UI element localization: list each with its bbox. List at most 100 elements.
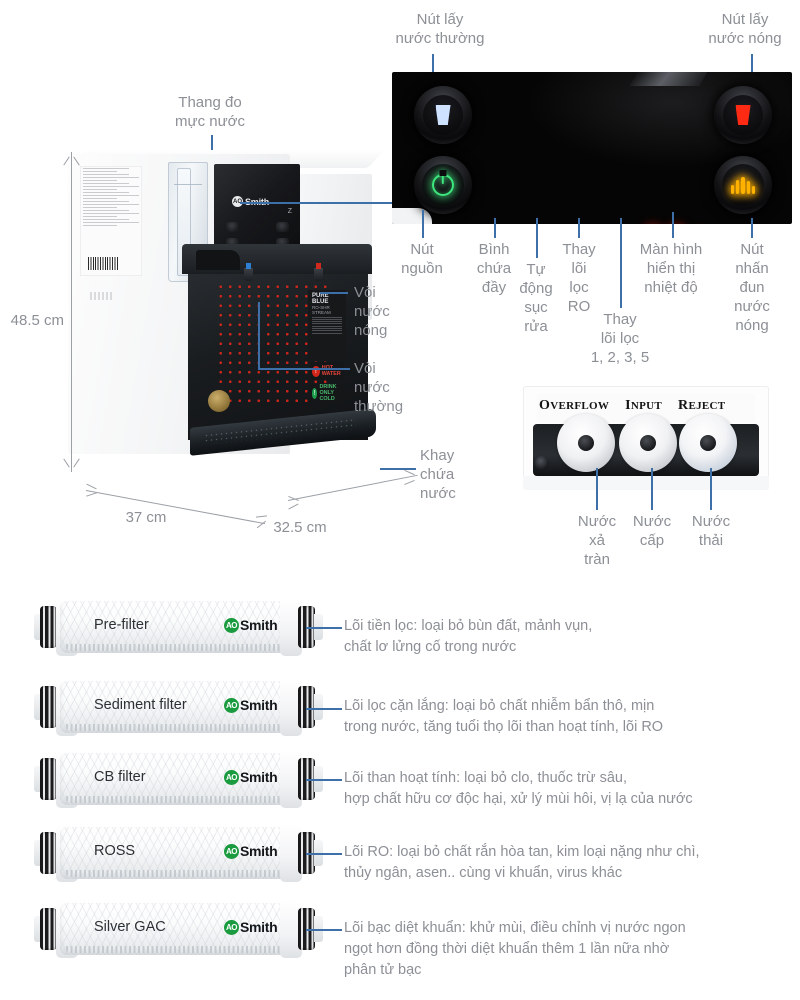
filter-name: CB filter [94,769,146,785]
callout-temp-display: Màn hình hiển thị nhiệt độ [639,241,703,296]
brand-mark: AO [224,769,239,785]
hot-water-spout [314,263,323,281]
power-button[interactable] [414,156,472,214]
sticker-subtitle: RO-SHR STREAM [312,305,331,315]
leader-filter-cb [306,779,342,781]
dimension-width: 37 cm [125,509,167,526]
filter-description-pre: Lõi tiền lọc: loại bỏ bùn đất, mảnh vụn,… [344,618,593,655]
brand-text: Smith [240,697,278,713]
water-line [174,184,202,185]
filter-cartridge-silver-gac: Silver GAC AO Smith [32,898,323,960]
filter-brand-logo: AO Smith [224,617,278,633]
cartridge-oring-left [40,686,57,728]
filter-brand-logo: AO Smith [224,843,278,859]
callout-water-gauge: Thang đo mực nước [175,94,245,130]
dim-depth-arrow-r2 [404,479,415,486]
brand-mark: AO [224,617,239,633]
cartridge-oring-left [40,908,57,950]
dim-depth-arrow-r [404,469,415,476]
filter-description-silver-gac: Lõi bạc diệt khuẩn: khử mùi, điều chỉnh … [344,920,686,978]
barcode [88,257,118,270]
callout-port-input: Nước cấp [632,513,672,549]
boil-button[interactable] [714,156,772,214]
callout-cold-button: Nút lấy nước thường [395,11,485,47]
spec-label [80,166,142,276]
leader-normal-spout-v [258,302,260,370]
water-purifier-illustration: AO Smith Z PURE BLUE RO-SHR STREAM ! HOT [58,140,398,485]
filter-cartridge-cb: CB filter AO Smith [32,748,323,810]
brand-text: Smith [240,769,278,785]
filter-cartridge-ross: ROSS AO Smith [32,822,323,884]
cartridge-cap-right [280,678,302,736]
cold-badge-text: DRINK ONLY COLD [319,384,337,402]
hot-warning-icon: ! [312,365,320,377]
cold-badge-icon: ! [312,387,318,399]
dimension-depth: 32.5 cm [273,519,327,536]
cold-button-inner [423,95,463,135]
filter-brand-logo: AO Smith [224,697,278,713]
ports-side-fitting [535,456,549,470]
machine-button-2[interactable] [276,222,289,232]
water-ports-module: OVERFLOW INPUT REJECT [523,386,769,490]
cold-water-button[interactable] [414,86,472,144]
cartridge-cap-right [280,750,302,808]
callout-replace-filters: Thay lõi lọc 1, 2, 3, 5 [590,311,650,366]
cartridge-oring-left [40,832,57,874]
product-sticker: PURE BLUE RO-SHR STREAM [308,290,346,360]
cold-cup-icon [436,105,451,125]
leader-port-input [651,468,653,510]
port-overflow[interactable] [557,414,615,472]
leader-filter-ross [306,853,342,855]
vent-grille [90,292,114,300]
hot-button-inner [723,95,763,135]
port-input[interactable] [619,414,677,472]
power-button-inner [422,164,464,206]
leader-temp-display [672,212,674,238]
brand-text: Smith [240,843,278,859]
hot-warning-text: HOT WATER [321,365,341,377]
cartridge-oring-left [40,758,57,800]
leader-filter-silver-gac [306,929,342,931]
port-header-input: INPUT [625,398,663,413]
dispenser-hood [182,244,372,274]
machine-button-3[interactable] [226,238,239,248]
hot-cup-icon [736,105,751,125]
cartridge-nipple-left [34,840,42,866]
cartridge-cap-right [280,824,302,882]
leader-tank-full [494,218,496,238]
leader-hot-spout [320,292,348,294]
hot-water-warning-badge: ! HOT WATER [310,362,344,380]
cartridge-tube [60,681,298,733]
brand-text: Smith [240,919,278,935]
brand-mark: AO [224,697,239,713]
leader-filter-sediment [306,708,342,710]
filter-name: Pre-filter [94,617,149,633]
hood-slot [196,250,240,270]
machine-button-1[interactable] [226,222,239,232]
filter-name: Silver GAC [94,919,166,935]
callout-boil-button: Nút nhấn đun nước nóng [734,241,770,334]
cartridge-tube [60,827,298,879]
ports-base [523,476,769,490]
dim-depth-arrow-l2 [288,503,299,510]
control-panel: FULL FLUSH RO SCPA 88 ℃ [392,72,792,224]
callout-port-reject: Nước thải [691,513,731,549]
power-icon [432,174,454,196]
cartridge-tube [60,753,298,805]
cartridge-cap-right [280,900,302,958]
callout-drip-tray: Khay chứa nước [420,447,456,502]
sleep-icon: Z [287,208,292,215]
hot-water-button[interactable] [714,86,772,144]
filter-brand-logo: AO Smith [224,919,278,935]
panel-corner [392,208,432,224]
heating-coil-icon [730,176,756,194]
cold-water-badge: ! DRINK ONLY COLD [310,384,344,402]
brand-mark: AO [224,843,239,859]
boil-button-inner [722,164,764,206]
leader-replace-filters [620,218,622,308]
port-reject[interactable] [679,414,737,472]
machine-button-4[interactable] [276,238,289,248]
filter-cartridge-pre: Pre-filter AO Smith [32,596,323,658]
callout-port-overflow: Nước xả tràn [577,513,617,568]
